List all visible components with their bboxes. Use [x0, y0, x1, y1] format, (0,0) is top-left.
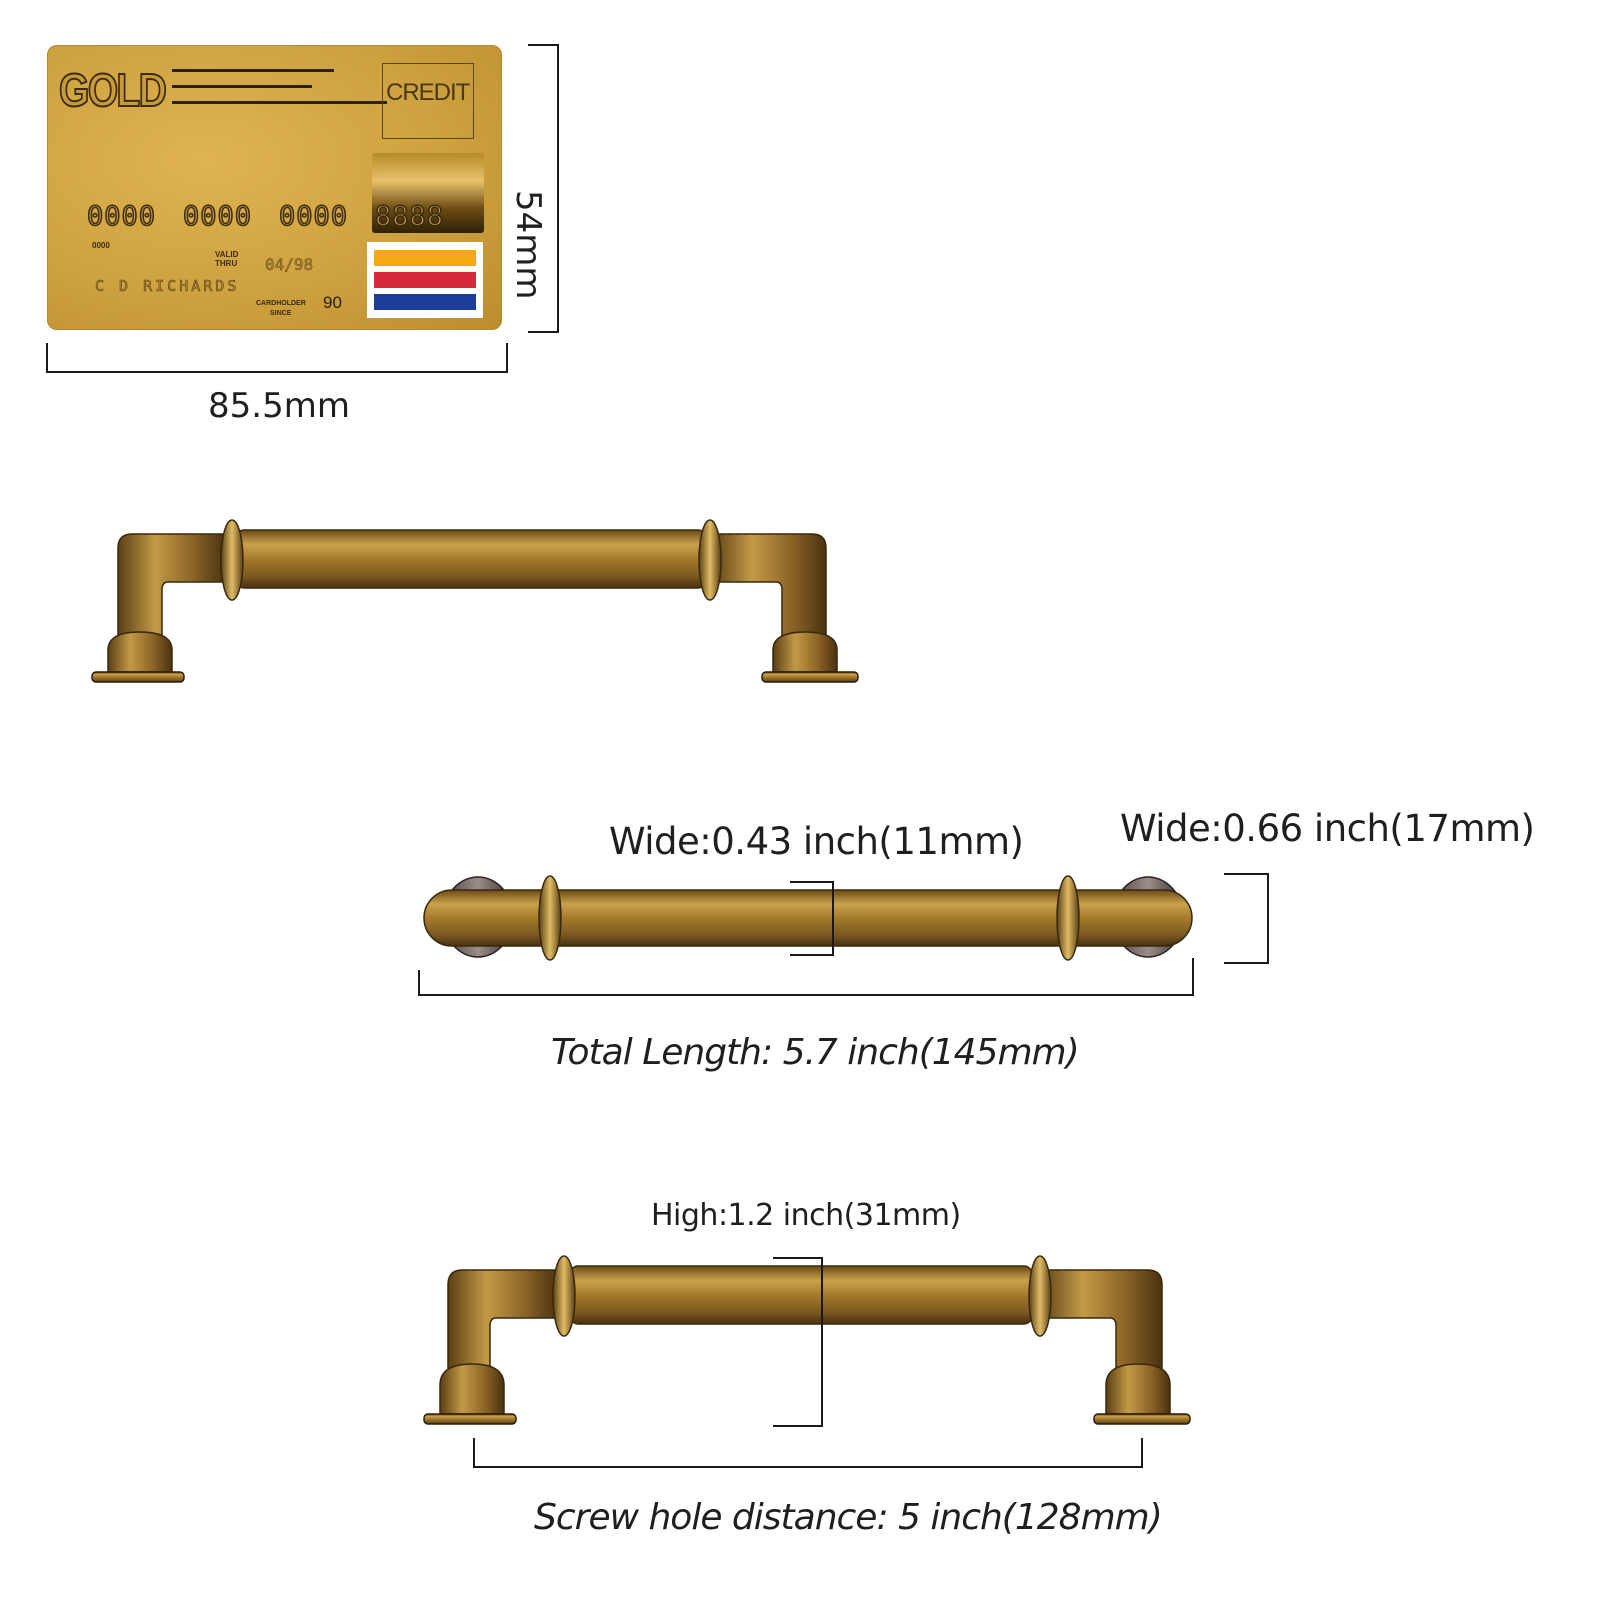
- height-dimension-line: [773, 1257, 823, 1427]
- card-valid-date: 04/98: [265, 255, 314, 275]
- card-since-year: 90: [323, 293, 342, 312]
- credit-card: GOLD CREDIT 0000 0000 0000 8888 0000 VAL…: [47, 45, 502, 330]
- card-type-box: [382, 63, 474, 139]
- height-label: High:1.2 inch(31mm): [651, 1198, 961, 1233]
- card-small-number: 0000: [92, 241, 110, 250]
- base-width-dimension-line: [1224, 873, 1269, 964]
- screw-hole-dimension-line: [473, 1438, 1143, 1468]
- card-decor-line: [172, 101, 387, 104]
- base-wide-label: Wide:0.66 inch(17mm): [1120, 807, 1535, 850]
- card-decor-line: [172, 85, 312, 88]
- bar-width-dimension-line: [790, 881, 834, 956]
- card-brand: GOLD: [58, 63, 168, 117]
- total-length-dimension-line: [418, 958, 1194, 996]
- card-number-group: 0000: [278, 200, 349, 233]
- card-since-label: CARDHOLDER: [256, 300, 306, 307]
- card-type-label: CREDIT: [386, 79, 470, 106]
- card-width-label: 85.5mm: [208, 386, 350, 426]
- card-decor-line: [172, 69, 334, 72]
- handle-side-view-bottom: [423, 1255, 1191, 1425]
- card-number-group: 0000: [182, 200, 253, 233]
- card-height-label: 54mm: [508, 190, 548, 300]
- card-height-dimension-line: [528, 44, 559, 333]
- logo-stripe: [374, 250, 476, 266]
- screw-hole-label: Screw hole distance: 5 inch(128mm): [534, 1497, 1163, 1538]
- card-hologram: [372, 153, 484, 233]
- handle-side-view-top: [91, 519, 859, 683]
- bar-wide-label: Wide:0.43 inch(11mm): [609, 820, 1024, 863]
- card-width-dimension-line: [46, 343, 508, 373]
- logo-stripe: [374, 294, 476, 310]
- card-since-label: SINCE: [270, 310, 292, 317]
- card-number-group: 8888: [374, 200, 445, 233]
- card-valid-label: VALID: [215, 250, 239, 259]
- card-holder-name: C D RICHARDS: [95, 277, 240, 296]
- card-number-group: 0000: [86, 200, 157, 233]
- total-length-label: Total Length: 5.7 inch(145mm): [551, 1032, 1080, 1073]
- card-network-logo: [367, 242, 483, 318]
- card-valid-label: THRU: [215, 259, 238, 268]
- handle-top-view: [423, 875, 1193, 961]
- logo-stripe: [374, 272, 476, 288]
